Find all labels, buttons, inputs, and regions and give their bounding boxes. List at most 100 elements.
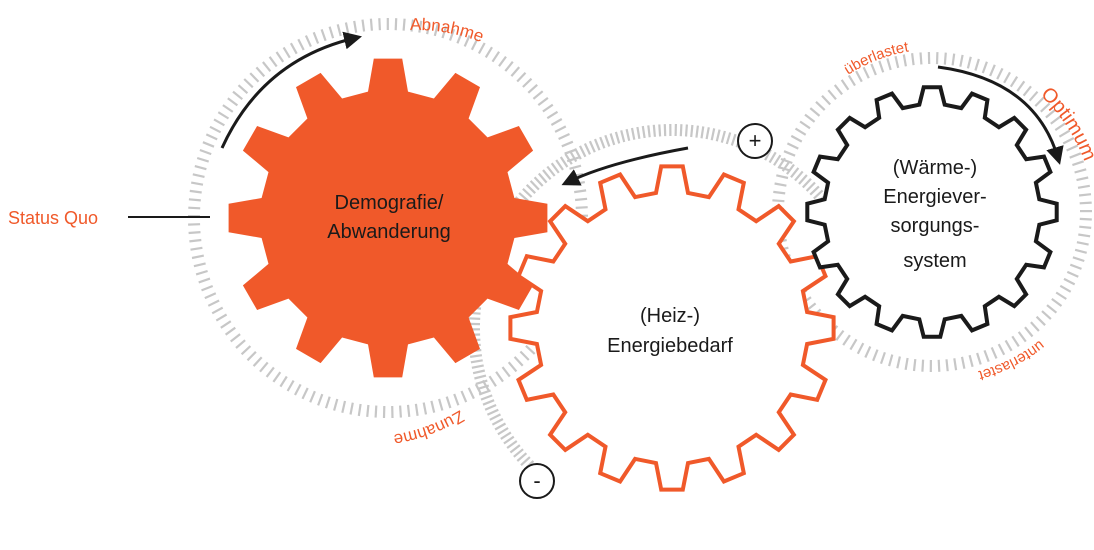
ring-tick (471, 364, 484, 369)
ring-tick (522, 77, 533, 88)
gear-demografie (228, 58, 548, 378)
energiebedarf-label-line2: Energiebedarf (607, 335, 733, 357)
ring-tick (198, 277, 211, 284)
ring-tick (720, 130, 726, 143)
ring-tick (911, 53, 915, 66)
ring-tick (1017, 331, 1027, 343)
ring-tick (297, 38, 305, 51)
ring-tick (997, 343, 1006, 356)
ring-tick (679, 124, 683, 137)
waermesystem-label-line4: system (903, 250, 966, 272)
ring-tick (815, 101, 826, 111)
ring-tick (378, 18, 381, 31)
ring-tick (798, 174, 808, 185)
ring-tick (341, 400, 347, 413)
ring-tick (191, 181, 204, 186)
ring-tick (1003, 71, 1011, 84)
ring-tick (513, 356, 524, 367)
ring-tick (482, 399, 495, 406)
ring-tick (953, 358, 958, 371)
optimum-label: Optimum (1037, 83, 1094, 164)
ring-tick (945, 359, 949, 372)
ring-tick (491, 418, 504, 426)
ring-tick (550, 162, 560, 174)
ring-tick (265, 366, 275, 378)
ring-tick (799, 120, 811, 130)
ring-tick (558, 133, 570, 140)
ring-tick (990, 346, 998, 359)
ring-tick (488, 375, 497, 387)
ring-tick (921, 359, 925, 372)
ring-tick (537, 172, 548, 184)
ring-tick (790, 134, 803, 143)
ring-tick (1011, 335, 1020, 347)
ring-tick (1028, 90, 1039, 102)
ring-tick (1059, 284, 1072, 293)
ring-tick (525, 184, 536, 194)
ring-tick (430, 400, 436, 413)
ring-tick (301, 387, 309, 400)
ring-tick (286, 380, 295, 392)
ring-tick (275, 51, 285, 63)
ring-tick (550, 118, 563, 126)
ring-tick (1062, 137, 1075, 145)
ring-tick (272, 371, 282, 383)
ring-tick (255, 66, 266, 78)
ring-tick (579, 145, 587, 158)
arrow-bedarf-rotation (561, 146, 689, 186)
ring-tick (1079, 201, 1092, 205)
ring-tick (840, 79, 850, 91)
ring-tick (213, 118, 225, 127)
ring-tick (489, 413, 501, 421)
ring-tick (886, 58, 892, 71)
ring-tick (1030, 321, 1040, 332)
ring-tick (614, 131, 621, 144)
unterlastet-label: unterlastet (976, 337, 1048, 384)
ring-tick (268, 56, 278, 68)
ring-tick (1004, 339, 1013, 352)
ring-tick (1046, 304, 1058, 314)
ring-tick (374, 405, 378, 418)
ring-tick (191, 254, 205, 260)
ring-tick (801, 177, 812, 189)
arrow-system-rotation (937, 65, 1064, 165)
svg-text:+: + (749, 128, 762, 153)
ring-tick (1024, 326, 1034, 338)
ring-tick (259, 361, 269, 373)
ring-tick (510, 66, 521, 77)
status-quo-label: Status Quo (8, 208, 98, 228)
ring-tick (937, 359, 941, 372)
ring-tick (588, 140, 596, 153)
ring-tick (604, 134, 611, 147)
ring-tick (813, 189, 824, 200)
ring-tick (809, 185, 820, 196)
ring-tick (195, 269, 208, 276)
gear-energiebedarf (508, 164, 836, 492)
ring-tick (561, 140, 574, 148)
ring-tick (507, 361, 518, 373)
ring-tick (1066, 144, 1078, 152)
ring-tick (1054, 122, 1066, 132)
ring-tick (188, 206, 201, 210)
ring-tick (1022, 85, 1032, 97)
ring-tick (188, 198, 201, 202)
ring-tick (516, 452, 528, 462)
ring-tick (498, 55, 507, 67)
ring-tick (497, 427, 509, 436)
ring-tick (835, 329, 845, 341)
demografie-label-line1: Demografie/ (335, 192, 444, 214)
ring-tick (773, 154, 782, 166)
ring-tick (943, 52, 947, 65)
ring-tick (468, 317, 481, 320)
ring-tick (620, 130, 626, 143)
energiebedarf-label-line1: (Heiz-) (640, 305, 700, 327)
ring-tick (583, 143, 591, 155)
ring-tick (647, 125, 651, 138)
ring-tick (475, 379, 488, 385)
ring-tick (190, 246, 203, 251)
gear-waermesystem (805, 85, 1059, 339)
ring-tick (658, 124, 662, 137)
ring-tick (252, 356, 263, 367)
ring-tick (262, 61, 272, 72)
ring-tick (968, 354, 974, 368)
